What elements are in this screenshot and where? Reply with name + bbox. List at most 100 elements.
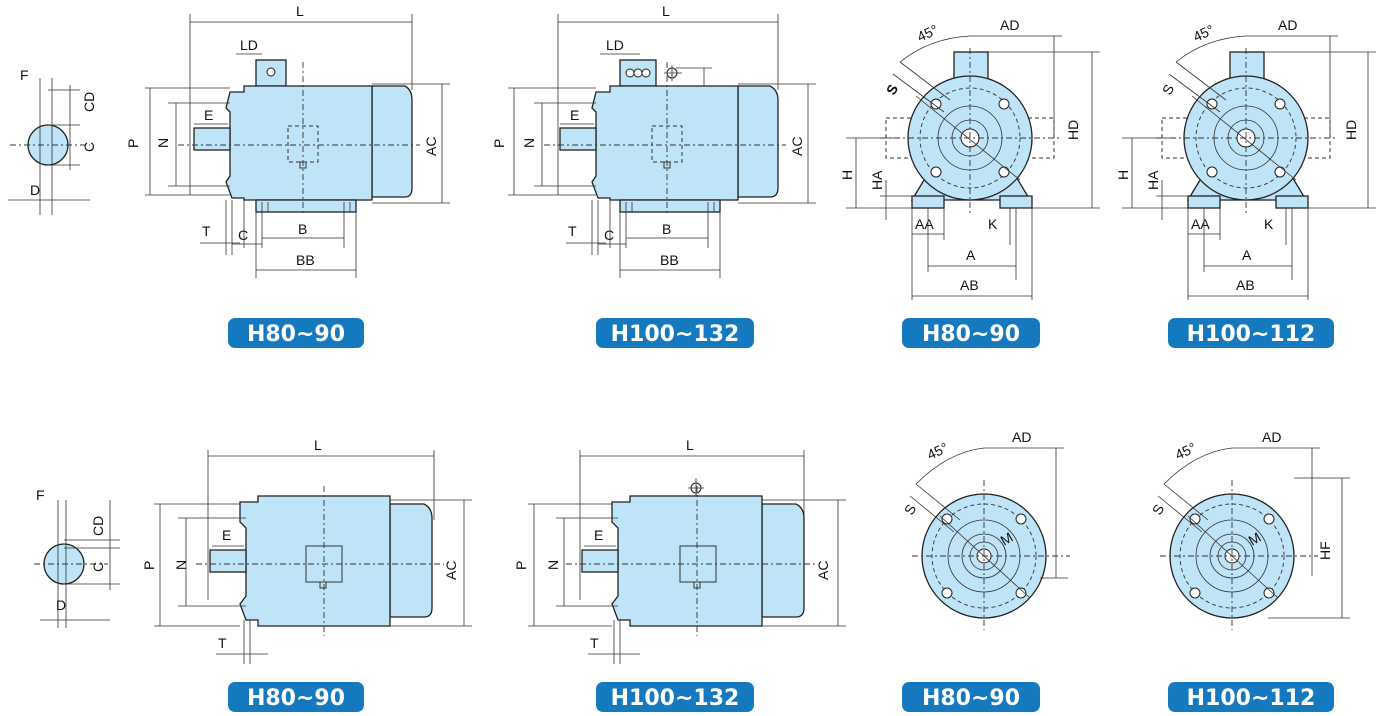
- motor-foot-2: [619, 199, 721, 213]
- side-view-flange-h80: L P N E AC T: [141, 437, 472, 664]
- svg-text:H80~90: H80~90: [922, 322, 1020, 347]
- side-view-flange-h100: L P N E AC T: [513, 437, 846, 664]
- label-45deg-4: 45°: [1173, 439, 1199, 462]
- label-AA: AA: [915, 216, 934, 232]
- label-D-2: D: [56, 597, 66, 613]
- label-CD-2: CD: [90, 516, 106, 536]
- label-A: A: [966, 247, 976, 263]
- label-LD-2: LD: [606, 37, 624, 53]
- label-E-3: E: [222, 527, 231, 543]
- label-F: F: [20, 67, 29, 83]
- label-P-4: P: [513, 561, 529, 570]
- svg-text:H80~90: H80~90: [247, 686, 345, 711]
- label-S-2: S: [1159, 81, 1178, 97]
- shaft-2: [559, 127, 597, 151]
- side-view-foot-h80: L LD P N E AC T C: [125, 3, 450, 278]
- label-H-2: H: [1115, 170, 1131, 180]
- badge-r2-c2: H100~132: [596, 682, 754, 712]
- label-P-3: P: [141, 561, 157, 570]
- label-P: P: [125, 139, 141, 148]
- label-C-2: C: [90, 562, 106, 572]
- shaft-detail-r2: F D CD C: [34, 487, 120, 628]
- motor-frame-2: [591, 85, 739, 201]
- side-view-foot-h100: L LD HB P N E AC T: [491, 3, 816, 278]
- svg-text:H100~132: H100~132: [611, 686, 740, 711]
- label-L-2: L: [662, 3, 670, 19]
- label-E: E: [204, 107, 213, 123]
- svg-text:H100~112: H100~112: [1187, 686, 1316, 711]
- label-N-2: N: [521, 138, 537, 148]
- label-N: N: [155, 138, 171, 148]
- label-K: K: [988, 216, 998, 232]
- motor-foot: [255, 199, 357, 213]
- label-S: S: [883, 81, 902, 97]
- label-S-3: S: [901, 501, 920, 517]
- label-BB-2: BB: [660, 252, 679, 268]
- badge-r2-c3: H80~90: [902, 682, 1040, 712]
- label-K-2: K: [1264, 216, 1274, 232]
- label-T-4: T: [590, 635, 599, 651]
- shaft: [193, 127, 231, 151]
- svg-text:H100~132: H100~132: [611, 322, 740, 347]
- label-45deg-2: 45°: [1191, 21, 1217, 44]
- label-C: C: [81, 142, 97, 152]
- label-AD-4: AD: [1262, 429, 1281, 445]
- label-L-4: L: [686, 437, 694, 453]
- label-C-side-2: C: [604, 227, 614, 243]
- motor-frame: [225, 85, 373, 201]
- fan-cover-2: [737, 85, 779, 198]
- label-45deg-3: 45°: [925, 439, 951, 462]
- label-N-4: N: [545, 560, 561, 570]
- front-view-flange-h80: 45° S M AD: [901, 429, 1070, 630]
- label-AC-3: AC: [443, 561, 459, 580]
- label-HA: HA: [869, 170, 885, 190]
- motor-frame-3: [239, 495, 391, 627]
- label-F-2: F: [36, 487, 45, 503]
- badge-r2-c1: H80~90: [228, 682, 364, 712]
- label-HD: HD: [1065, 120, 1081, 140]
- label-T-2: T: [568, 223, 577, 239]
- label-AC-2: AC: [789, 137, 805, 156]
- label-HA-2: HA: [1145, 170, 1161, 190]
- label-A-2: A: [1242, 247, 1252, 263]
- label-S-4: S: [1149, 501, 1168, 517]
- svg-text:H80~90: H80~90: [247, 322, 345, 347]
- label-B-2: B: [662, 221, 671, 237]
- label-E-2: E: [570, 107, 579, 123]
- label-L: L: [296, 3, 304, 19]
- badge-r2-c4: H100~112: [1168, 682, 1334, 712]
- fan-cover: [371, 85, 413, 198]
- label-D: D: [30, 182, 40, 198]
- label-AD-3: AD: [1012, 429, 1031, 445]
- label-AA-2: AA: [1191, 216, 1210, 232]
- label-CD: CD: [81, 92, 97, 112]
- label-AC-4: AC: [815, 561, 831, 580]
- badge-r1-c4: H100~112: [1168, 318, 1334, 348]
- label-AB: AB: [960, 277, 979, 293]
- label-L-3: L: [314, 437, 322, 453]
- label-T-3: T: [218, 635, 227, 651]
- label-T: T: [202, 223, 211, 239]
- front-view-foot-h80: 45° S AD HD H HA AA K A AB: [839, 17, 1100, 300]
- motor-frame-4: [611, 495, 763, 627]
- svg-text:H80~90: H80~90: [922, 686, 1020, 711]
- label-AD-2: AD: [1278, 17, 1297, 33]
- label-AD: AD: [1000, 17, 1019, 33]
- label-HD-2: HD: [1343, 120, 1359, 140]
- badge-r1-c2: H100~132: [596, 318, 754, 348]
- label-BB: BB: [296, 252, 315, 268]
- label-45deg: 45°: [915, 21, 941, 44]
- label-H: H: [839, 170, 855, 180]
- label-E-4: E: [594, 527, 603, 543]
- terminal-box-front: [953, 51, 989, 81]
- label-AB-2: AB: [1236, 277, 1255, 293]
- label-N-3: N: [173, 560, 189, 570]
- badge-r1-c3: H80~90: [902, 318, 1040, 348]
- label-AC: AC: [423, 137, 439, 156]
- label-P-2: P: [491, 139, 507, 148]
- shaft-detail-r1: F D CD C: [8, 67, 97, 215]
- label-HF: HF: [1317, 541, 1333, 560]
- label-C-side: C: [238, 227, 248, 243]
- badge-r1-c1: H80~90: [228, 318, 364, 348]
